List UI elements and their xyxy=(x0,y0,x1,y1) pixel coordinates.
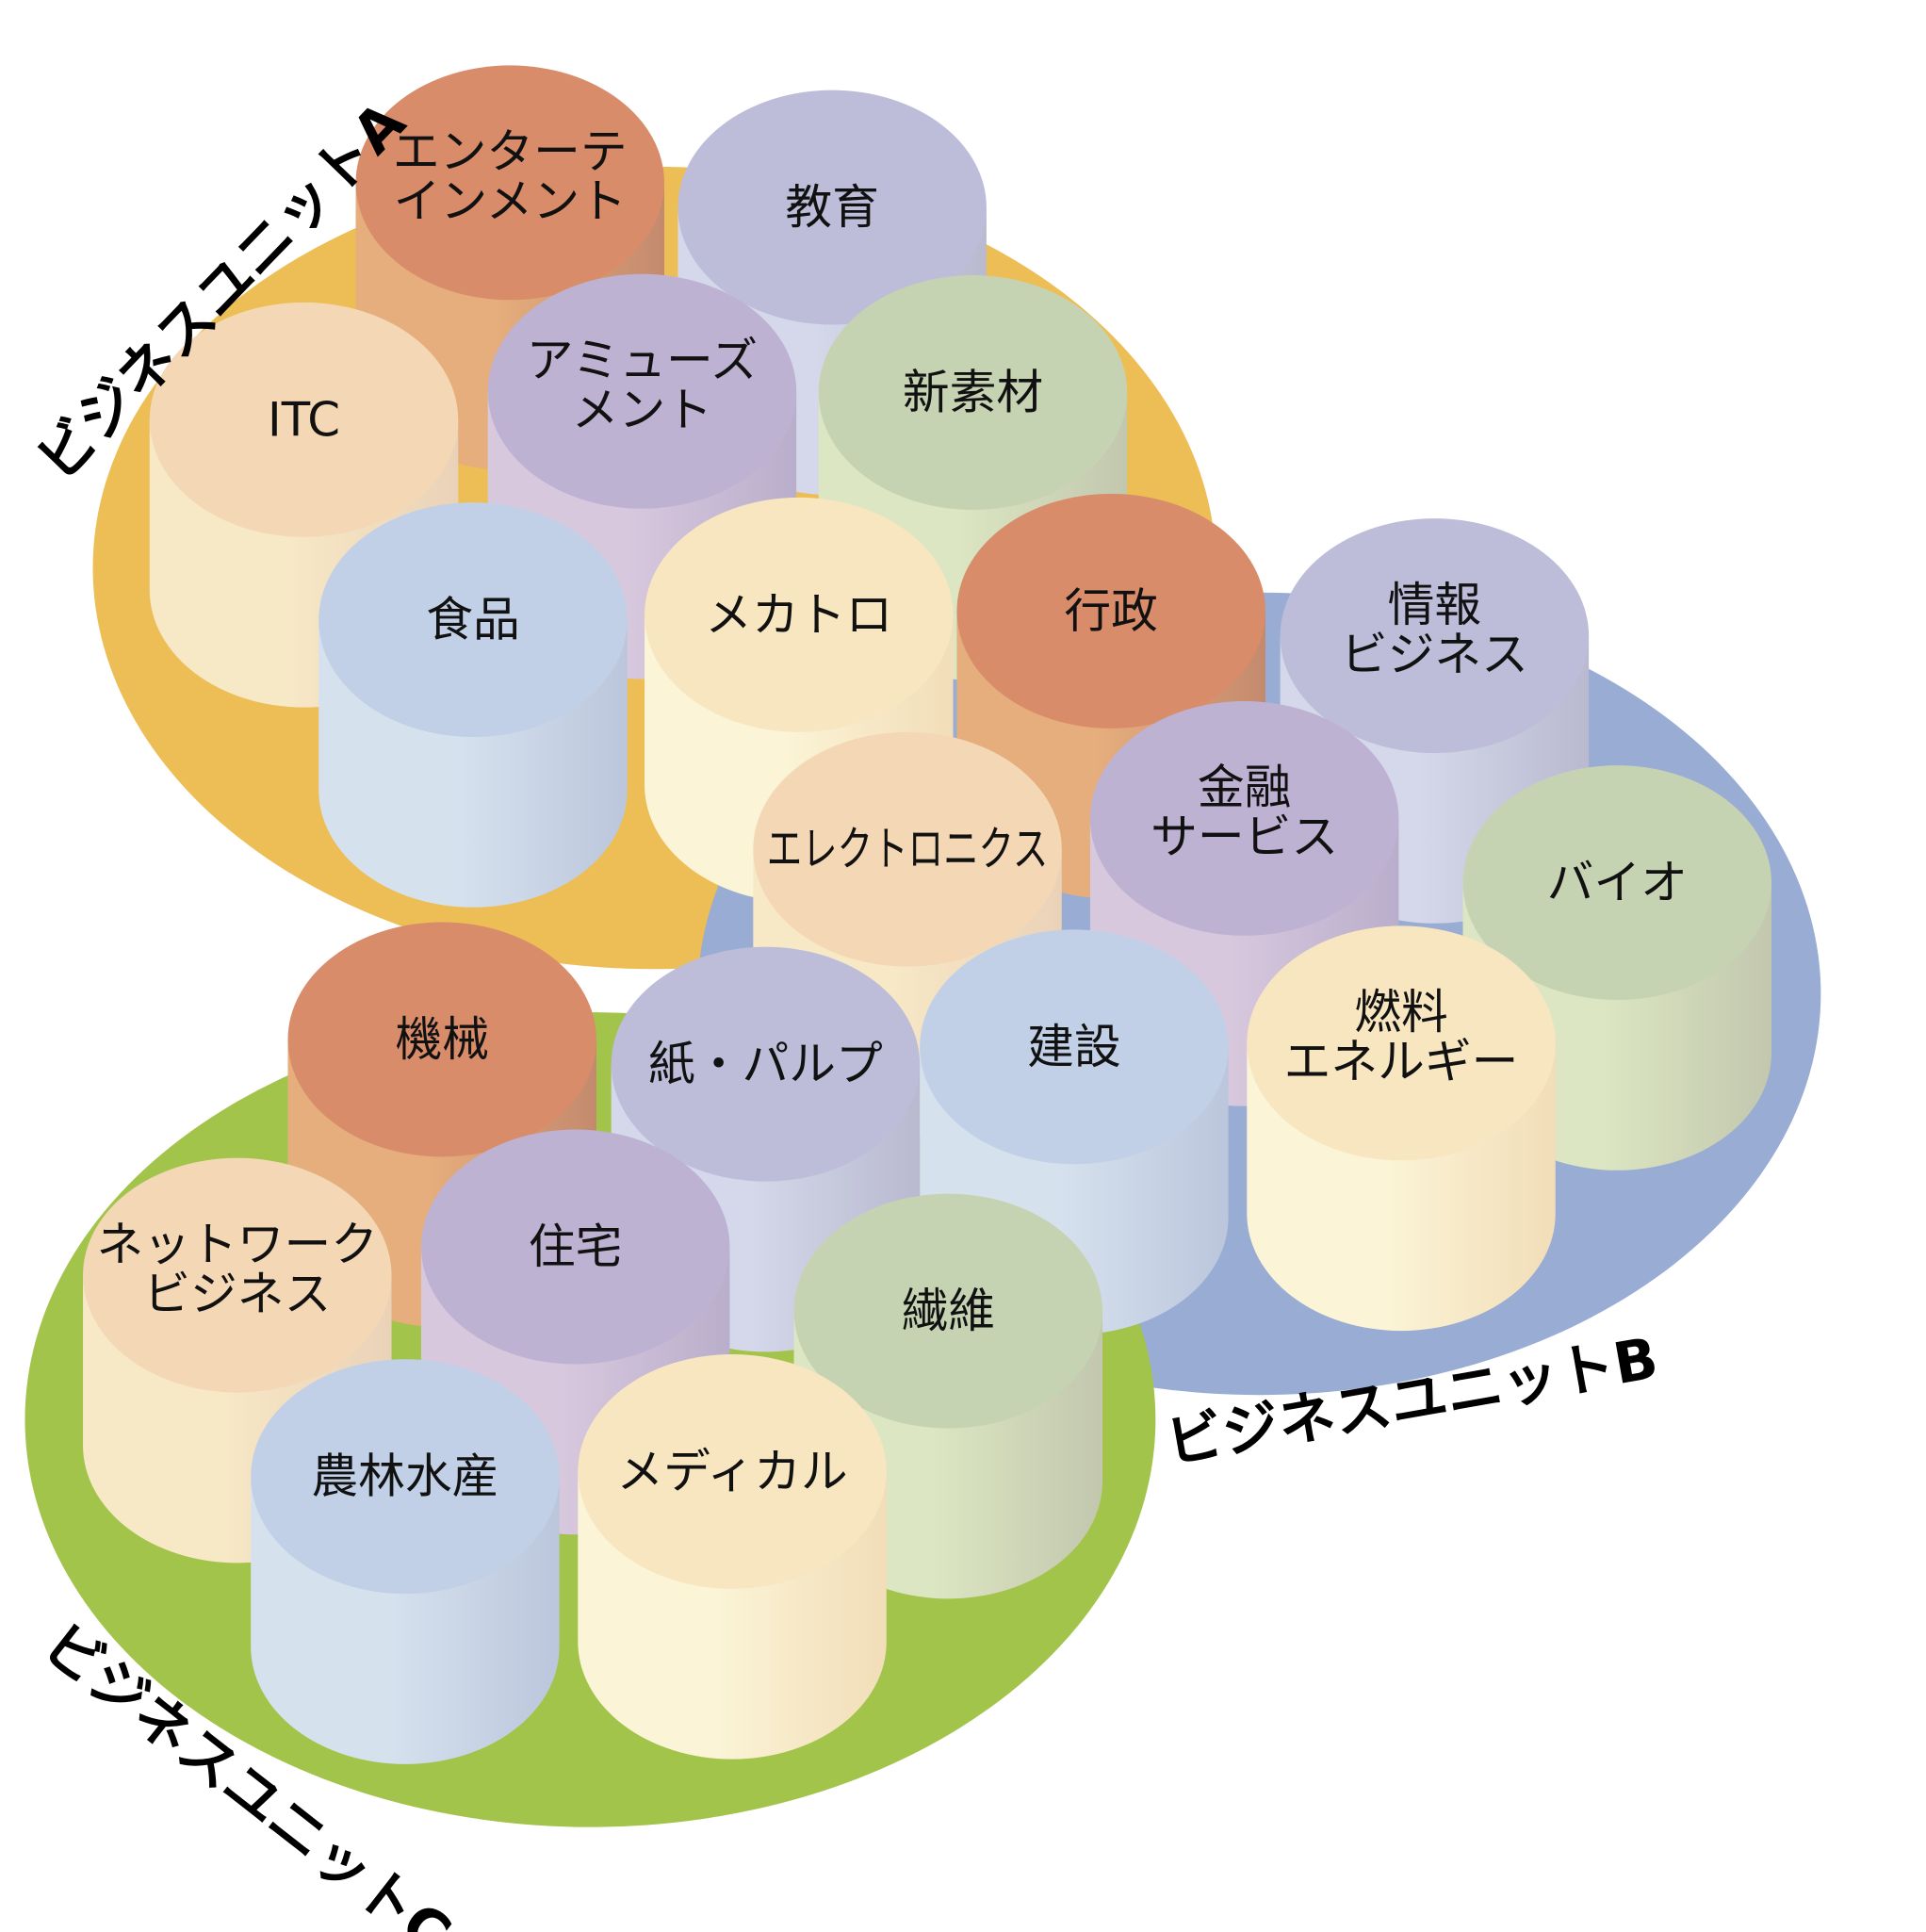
cylinder-top xyxy=(287,922,596,1157)
cylinder-top xyxy=(920,929,1229,1165)
segment-label: 機械 xyxy=(395,1012,489,1067)
cylinder-top xyxy=(1247,925,1556,1161)
cylinder-top xyxy=(1280,518,1590,754)
cylinder-top xyxy=(318,502,628,738)
segment-label: インメント xyxy=(394,174,627,229)
segment-label: ビジネス xyxy=(143,1267,331,1321)
segment-label: 農林水産 xyxy=(311,1449,498,1504)
segment-label: サービス xyxy=(1151,810,1338,864)
segment-label: メカトロ xyxy=(705,587,892,642)
segment-label: バイオ xyxy=(1547,856,1688,910)
cylinder-top xyxy=(677,90,987,325)
segment-label: 紙・パルプ xyxy=(648,1037,883,1091)
cylinder-top xyxy=(355,65,665,301)
cylinder-top xyxy=(956,493,1265,729)
segment-label: 行政 xyxy=(1064,583,1158,638)
segment-label: 建設 xyxy=(1027,1020,1121,1074)
segment-label: 食品 xyxy=(426,593,520,647)
cylinder-top xyxy=(793,1193,1103,1429)
cylinder-top xyxy=(611,946,921,1182)
segment-label: メント xyxy=(572,383,712,437)
segment-label: エンターテ xyxy=(393,124,628,179)
segment-cylinders: エンターテインメント教育アミューズメント新素材ITC行政メカトロ食品情報ビジネス… xyxy=(83,65,1771,1764)
segment-cylinder: メディカル xyxy=(578,1353,887,1760)
cylinder-top xyxy=(1462,765,1771,1001)
cylinder-top xyxy=(578,1353,887,1589)
cylinder-top xyxy=(83,1157,392,1393)
cylinder-top xyxy=(487,273,797,509)
segment-label: エネルギー xyxy=(1284,1035,1519,1089)
cylinder-top xyxy=(251,1359,560,1595)
segment-label: ITC xyxy=(268,392,340,447)
cylinder-top xyxy=(818,275,1128,510)
cylinder-top xyxy=(1089,701,1399,936)
cylinder-top xyxy=(149,302,459,537)
segment-label: 住宅 xyxy=(529,1220,623,1274)
segment-label: ネットワーク xyxy=(96,1217,378,1271)
segment-label: 情報 xyxy=(1388,578,1482,632)
cylinder-top xyxy=(753,731,1062,967)
segment-cylinder: 食品 xyxy=(318,502,628,908)
cylinder-top xyxy=(420,1129,730,1365)
segment-label: 燃料 xyxy=(1354,985,1448,1040)
segment-label: 繊維 xyxy=(902,1284,996,1338)
segment-label: 教育 xyxy=(785,180,879,235)
segment-label: ビジネス xyxy=(1341,627,1528,681)
cylinder-top xyxy=(645,497,954,732)
segment-label: アミューズ xyxy=(527,334,758,388)
segment-cylinder: 農林水産 xyxy=(251,1359,560,1764)
segment-label: エレクトロニクス xyxy=(767,822,1049,876)
segment-label: メディカル xyxy=(616,1444,847,1498)
segment-label: 新素材 xyxy=(903,366,1043,420)
segment-label: 金融 xyxy=(1198,761,1292,815)
